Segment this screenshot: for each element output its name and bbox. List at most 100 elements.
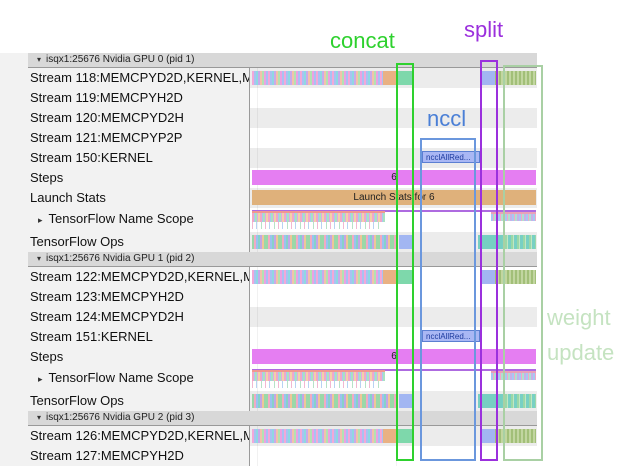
weight-update-region-box (503, 65, 543, 461)
stream-event-weight-update[interactable] (495, 71, 536, 85)
time-gridline (257, 148, 258, 168)
row-label[interactable]: ▸ TensorFlow Name Scope (0, 208, 250, 232)
collapse-icon[interactable]: ▾ (37, 55, 42, 64)
row-timeline (250, 426, 537, 446)
table-row: ▸ TensorFlow Name Scope (0, 367, 537, 391)
name-scope-bars-left[interactable] (252, 370, 385, 381)
section-header-row-gpu-1: ▾isqx1:25676 Nvidia GPU 1 (pid 2) (0, 252, 537, 267)
row-timeline (250, 68, 537, 88)
time-gridline (257, 128, 258, 148)
tf-ops-event-weight-update[interactable] (502, 394, 536, 408)
row-label: Stream 120:MEMCPYD2H (0, 108, 250, 128)
stream-event-orange[interactable] (383, 71, 398, 85)
tf-ops-event-split[interactable] (399, 394, 412, 408)
section-header-label: isqx1:25676 Nvidia GPU 0 (pid 1) (46, 54, 195, 65)
section-header-gpu-2[interactable]: ▾ isqx1:25676 Nvidia GPU 2 (pid 3) (28, 411, 537, 426)
section-header-gpu-0[interactable]: ▾ isqx1:25676 Nvidia GPU 0 (pid 1) (28, 53, 537, 68)
launch-stats-bar[interactable]: Launch Stats for 6 (252, 190, 536, 205)
tf-ops-bar[interactable] (252, 235, 397, 249)
row-label-text: Stream 118:MEMCPYD2D,KERNEL,MEMSET (30, 70, 249, 85)
split-region-box (480, 60, 498, 461)
row-label-text: Stream 120:MEMCPYD2H (30, 110, 184, 125)
row-timeline: ncclAllRed... (250, 327, 537, 347)
stream-event-concat[interactable] (398, 71, 414, 85)
steps-bar[interactable]: 6 (252, 349, 536, 364)
tf-ops-event-weight-update[interactable] (502, 235, 536, 249)
row-label-text: Stream 151:KERNEL (30, 329, 153, 344)
stream-activity-bar[interactable] (252, 270, 383, 284)
time-gridline (257, 287, 258, 307)
stream-activity-bar[interactable] (252, 429, 383, 443)
expand-icon[interactable]: ▸ (38, 374, 43, 384)
stream-event-weight-update[interactable] (495, 429, 536, 443)
stream-event-split[interactable] (481, 429, 495, 443)
table-row: Stream 124:MEMCPYD2H (0, 307, 537, 327)
row-timeline (250, 232, 537, 252)
stream-event-orange[interactable] (383, 429, 398, 443)
time-gridline (257, 88, 258, 108)
name-scope-bars-right[interactable] (491, 371, 536, 380)
row-label: TensorFlow Ops (0, 232, 250, 252)
stream-event-split[interactable] (481, 71, 495, 85)
table-row: Stream 118:MEMCPYD2D,KERNEL,MEMSET (0, 68, 537, 88)
annotation-weight-update: weight update (547, 300, 614, 370)
row-timeline: ncclAllRed... (250, 148, 537, 168)
annotation-weight-update-line2: update (547, 340, 615, 365)
row-timeline (250, 367, 537, 391)
row-label-text: Stream 121:MEMCPYP2P (30, 130, 183, 145)
tf-ops-bar[interactable] (252, 394, 397, 408)
table-row: Steps 6 (0, 347, 537, 367)
name-scope-span-bar[interactable] (252, 369, 536, 371)
stream-event-concat[interactable] (398, 270, 414, 284)
table-row: Stream 122:MEMCPYD2D,KERNEL,MEMSET (0, 267, 537, 287)
row-label: Stream 127:MEMCPYH2D (0, 446, 250, 466)
annotation-weight-update-line1: weight (547, 305, 611, 330)
expand-icon[interactable]: ▸ (38, 215, 43, 225)
row-label-text: TensorFlow Name Scope (48, 370, 194, 385)
row-label-text: Stream 122:MEMCPYD2D,KERNEL,MEMSET (30, 269, 249, 284)
row-label-text: Stream 126:MEMCPYD2D,KERNEL,MEMSET (30, 428, 249, 443)
name-scope-bars-left[interactable] (252, 211, 385, 222)
row-timeline: 6 (250, 168, 537, 188)
row-label-text: TensorFlow Name Scope (48, 211, 194, 226)
table-row: Stream 123:MEMCPYH2D (0, 287, 537, 307)
stream-event-split[interactable] (481, 270, 495, 284)
collapse-icon[interactable]: ▾ (37, 413, 42, 422)
table-row: Stream 126:MEMCPYD2D,KERNEL,MEMSET (0, 426, 537, 446)
stream-event-weight-update[interactable] (495, 270, 536, 284)
name-scope-span-bar[interactable] (252, 210, 536, 212)
stream-event-orange[interactable] (383, 270, 398, 284)
row-label-text: Steps (30, 349, 64, 364)
name-scope-bars-nested[interactable] (252, 222, 380, 229)
row-label: TensorFlow Ops (0, 391, 250, 411)
row-label: Steps (0, 168, 250, 188)
nccl-allreduce-bar[interactable]: ncclAllRed... (422, 330, 480, 342)
name-scope-bars-nested[interactable] (252, 381, 380, 388)
collapse-icon[interactable]: ▾ (37, 254, 42, 263)
nccl-region-box (420, 138, 476, 461)
row-label-text: TensorFlow Ops (30, 393, 124, 408)
row-label-text: Steps (30, 170, 64, 185)
table-row: TensorFlow Ops (0, 391, 537, 411)
row-label: Steps (0, 347, 250, 367)
section-header-gpu-1[interactable]: ▾isqx1:25676 Nvidia GPU 1 (pid 2) (28, 252, 537, 267)
stream-event-concat[interactable] (398, 429, 414, 443)
row-label-text: Stream 127:MEMCPYH2D (30, 448, 184, 463)
row-label-text: Stream 123:MEMCPYH2D (30, 289, 184, 304)
time-gridline (257, 108, 258, 128)
table-row: Stream 151:KERNEL ncclAllRed... (0, 327, 537, 347)
stream-activity-bar[interactable] (252, 71, 383, 85)
row-label: Stream 119:MEMCPYH2D (0, 88, 250, 108)
row-label: Stream 118:MEMCPYD2D,KERNEL,MEMSET (0, 68, 250, 88)
section-header-label: isqx1:25676 Nvidia GPU 2 (pid 3) (46, 412, 195, 423)
tf-ops-event-split[interactable] (399, 235, 412, 249)
name-scope-bars-right[interactable] (491, 212, 536, 221)
time-gridline (257, 446, 258, 466)
nccl-allreduce-bar[interactable]: ncclAllRed... (422, 151, 480, 163)
row-label[interactable]: ▸ TensorFlow Name Scope (0, 367, 250, 391)
concat-region-box (396, 63, 414, 461)
steps-bar[interactable]: 6 (252, 170, 536, 185)
row-label: Launch Stats (0, 188, 250, 208)
